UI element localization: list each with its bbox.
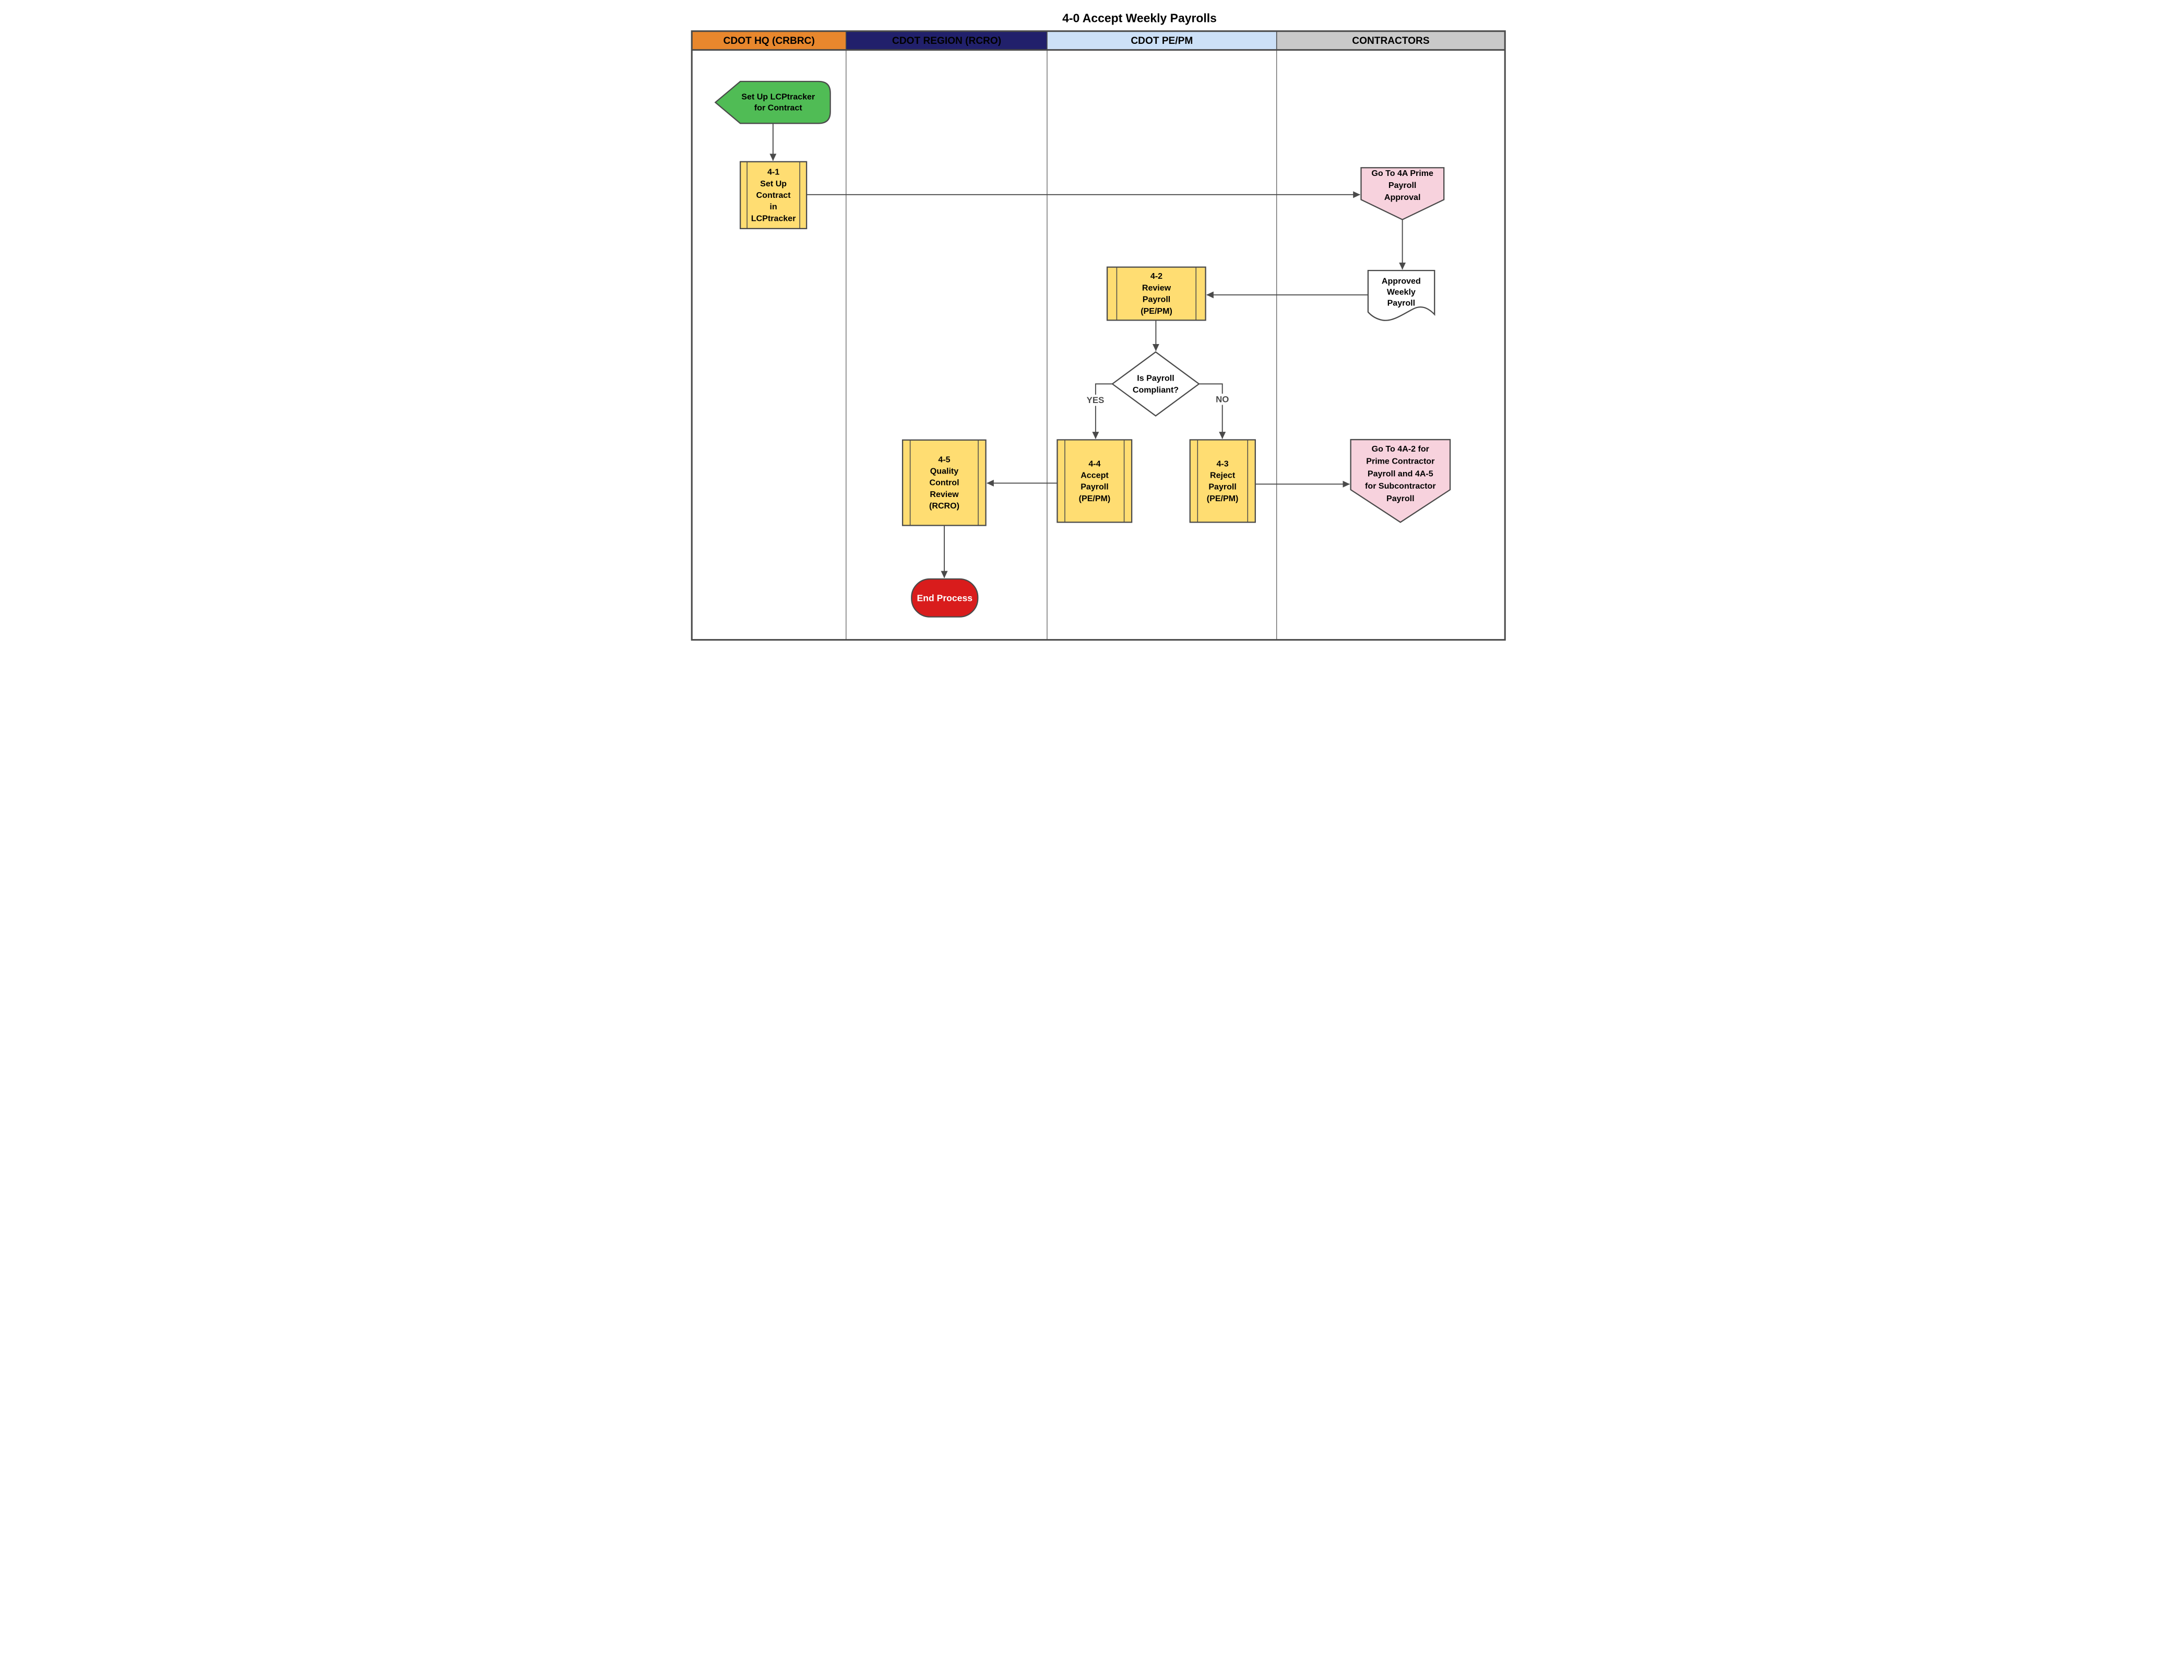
end-shape-body	[911, 578, 979, 618]
process-4-4-body	[1057, 439, 1133, 523]
lane-header-cdot-pepm-label: CDOT PE/PM	[1131, 36, 1193, 46]
decision-line-1: Is Payroll	[1137, 374, 1174, 383]
edge-label-yes-bg	[1082, 395, 1109, 406]
process-4-5-line-2: Quality	[930, 466, 958, 476]
process-4-1-line-5: LCPtracker	[751, 214, 796, 223]
end-shape: End Process	[911, 578, 979, 618]
process-4-3-line-1: 4-3	[1216, 459, 1228, 468]
flowchart-page: 4-0 Accept Weekly Payrolls CDOT HQ (CRBR…	[674, 0, 1510, 643]
offpage-4a-line-3: Approval	[1384, 193, 1421, 202]
process-4-2-line-4: (PE/PM)	[1141, 306, 1172, 316]
offpage-4a-shape: Go To 4A Prime Payroll Approval	[1360, 167, 1445, 220]
start-shape-line-1: Set Up LCPtracker	[741, 92, 815, 101]
process-4-3-body	[1189, 439, 1256, 523]
process-4-5-line-5: (RCRO)	[929, 501, 959, 511]
start-shape: Set Up LCPtracker for Contract	[714, 80, 831, 124]
process-4-5-line-1: 4-5	[938, 455, 950, 464]
process-4-4-line-4: (PE/PM)	[1079, 494, 1111, 503]
process-4-1-line-1: 4-1	[767, 168, 779, 177]
process-4-1-body	[740, 161, 808, 230]
decision-body	[1111, 351, 1200, 417]
start-shape-line-2: for Contract	[754, 103, 802, 112]
offpage-4a2-shape: Go To 4A-2 for Prime Contractor Payroll …	[1350, 439, 1451, 523]
decision-shape: Is Payroll Compliant?	[1111, 351, 1200, 417]
process-4-4-line-3: Payroll	[1081, 482, 1109, 492]
process-4-1-shape: 4-1 Set Up Contract in LCPtracker	[740, 161, 808, 230]
offpage-4a2-line-5: Payroll	[1386, 494, 1415, 503]
process-4-5-shape: 4-5 Quality Control Review (RCRO)	[901, 439, 987, 526]
process-4-5-line-3: Control	[929, 478, 959, 488]
start-shape-body	[714, 80, 831, 124]
connectors: YES NO	[769, 123, 1406, 578]
process-4-1-line-2: Set Up	[760, 179, 787, 188]
lane-header-cdot-region-label: CDOT REGION (RCRO)	[892, 36, 1001, 46]
process-4-5-line-4: Review	[930, 490, 959, 499]
process-4-4-line-1: 4-4	[1088, 459, 1100, 468]
edge-label-yes: YES	[1087, 395, 1105, 405]
process-4-4-line-2: Accept	[1081, 471, 1109, 480]
offpage-4a2-line-3: Payroll and 4A-5	[1368, 469, 1433, 478]
process-4-2-shape: 4-2 Review Payroll (PE/PM)	[1106, 266, 1206, 321]
process-4-1-line-4: in	[770, 202, 777, 211]
offpage-4a2-line-2: Prime Contractor	[1366, 457, 1434, 466]
offpage-4a-body	[1360, 167, 1445, 220]
process-4-2-body	[1106, 266, 1206, 321]
decision-line-2: Compliant?	[1133, 385, 1179, 395]
offpage-4a2-body	[1350, 439, 1451, 523]
process-4-2-line-2: Review	[1142, 283, 1171, 292]
flowchart-canvas: 4-0 Accept Weekly Payrolls CDOT HQ (CRBR…	[691, 11, 1506, 641]
document-shape: Approved Weekly Payroll	[1367, 270, 1435, 321]
edge-label-no-bg	[1211, 394, 1233, 405]
document-line-1: Approved	[1382, 276, 1421, 286]
process-4-3-line-3: Payroll	[1208, 482, 1237, 492]
process-4-4-shape: 4-4 Accept Payroll (PE/PM)	[1057, 439, 1133, 523]
lane-header-contractors-label: CONTRACTORS	[1352, 36, 1429, 46]
end-shape-label: End Process	[917, 593, 973, 604]
process-4-3-shape: 4-3 Reject Payroll (PE/PM)	[1189, 439, 1256, 523]
process-4-2-line-1: 4-2	[1150, 271, 1162, 281]
document-body	[1367, 270, 1435, 321]
process-4-1-line-3: Contract	[756, 191, 791, 200]
process-4-2-line-3: Payroll	[1143, 295, 1171, 304]
process-4-3-line-2: Reject	[1210, 471, 1236, 480]
offpage-4a-line-2: Payroll	[1388, 181, 1417, 190]
process-4-5-body	[901, 439, 987, 526]
connector-decision-yes	[1092, 383, 1113, 439]
lane-header-cdot-region	[846, 30, 1048, 51]
swimlane-header-row: CDOT HQ (CRBRC) CDOT REGION (RCRO) CDOT …	[691, 30, 1505, 51]
offpage-4a2-line-4: for Subcontractor	[1365, 481, 1436, 491]
offpage-4a2-line-1: Go To 4A-2 for	[1372, 444, 1429, 454]
offpage-4a-line-1: Go To 4A Prime	[1371, 169, 1433, 178]
lane-header-cdot-hq-label: CDOT HQ (CRBRC)	[723, 36, 815, 46]
connector-decision-no	[1198, 383, 1226, 439]
diagram-frame	[691, 30, 1506, 641]
edge-label-no: NO	[1216, 394, 1229, 404]
lane-header-cdot-hq	[691, 30, 847, 51]
document-line-2: Weekly	[1387, 287, 1416, 297]
page-title: 4-0 Accept Weekly Payrolls	[1062, 11, 1217, 25]
process-4-3-line-4: (PE/PM)	[1207, 494, 1239, 503]
document-line-3: Payroll	[1387, 298, 1416, 307]
